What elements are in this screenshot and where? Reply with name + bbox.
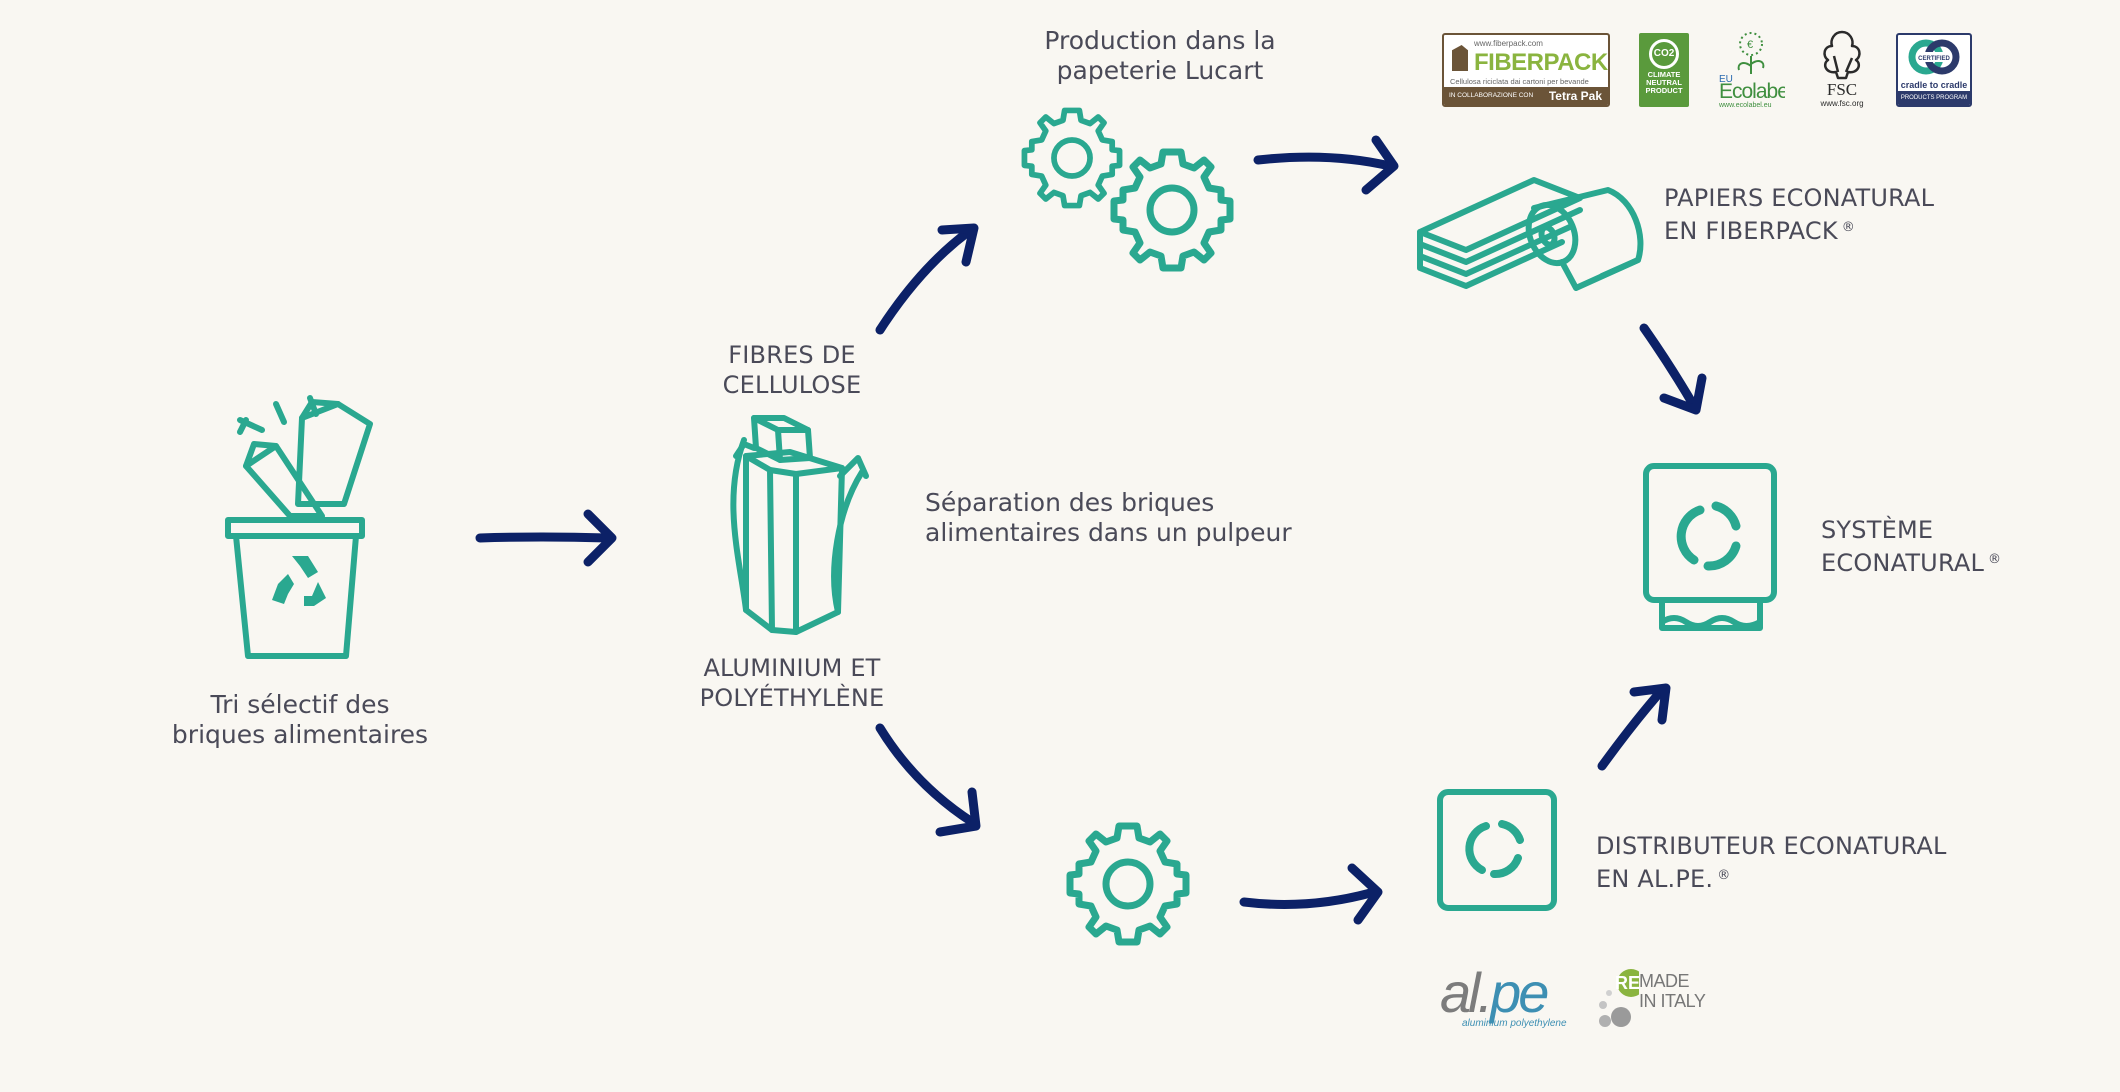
recycling-bin-icon [225,395,373,659]
gear-icon-small [1024,110,1119,205]
label-cellulose: FIBRES DE CELLULOSE [672,340,912,400]
arrow-to-alu-production [875,723,981,837]
fsc-logo: FSC www.fsc.org [1808,28,1876,110]
label-sorting: Tri sélectif des briques alimentaires [150,690,450,750]
label-system: SYSTÈME ECONATURAL® [1821,515,2081,578]
fsc-name: FSC [1826,80,1858,99]
climate-neutral-logo: CO2 CLIMATE NEUTRAL PRODUCT [1639,33,1689,107]
logo-mark-icon-small [1465,820,1524,879]
logo-mark-icon [1676,501,1741,571]
label-sorting-line1: Tri sélectif des [210,690,390,719]
label-dispenser-line2: EN AL.PE. [1596,865,1714,893]
arrow-papers-to-system [1639,323,1707,415]
label-separation-line1: Séparation des briques [925,488,1215,517]
fiberpack-collab: IN COLLABORAZIONE CON [1449,92,1534,99]
fsc-tree-icon [1823,30,1861,80]
paper-stack-roll-icon [1417,177,1644,291]
fiberpack-brand: FIBERPACK [1474,49,1608,76]
recycle-symbol-icon [272,556,326,606]
alpe-logo: al.pe aluminium polyethylene [1440,960,1570,1040]
label-papers-line2: EN FIBERPACK [1664,217,1838,245]
cradle-to-cradle-logo: CERTIFIED cradle to cradle PRODUCTS PROG… [1896,33,1972,107]
ecolabel-name: Ecolabel [1719,80,1785,103]
climate-line2: NEUTRAL [1646,78,1682,87]
alpe-name-a: al. [1440,961,1493,1024]
c2c-mark-icon: CERTIFIED [1908,39,1960,75]
svg-text:€: € [1747,39,1753,51]
label-dispenser-line1: DISTRIBUTEUR ECONATURAL [1596,832,1947,860]
remade-line1: MADE [1639,971,1690,991]
ecolabel-flower-icon: € [1737,32,1765,74]
c2c-certified: CERTIFIED [1918,56,1950,62]
registered-mark: ® [1988,552,2002,567]
eu-ecolabel-logo: € EU Ecolabel www.ecolabel.eu [1715,30,1785,110]
label-separation: Séparation des briques alimentaires dans… [925,488,1305,548]
registered-mark: ® [1841,220,1855,235]
label-papers: PAPIERS ECONATURAL EN FIBERPACK® [1664,183,1994,246]
ecolabel-prefix: EU [1719,74,1733,85]
gear-icon-alu [1070,826,1186,942]
label-production-line1: Production dans la [1044,26,1276,55]
remade-line2: IN ITALY [1639,991,1706,1011]
fiberpack-url: www.fiberpack.com [1474,39,1543,48]
label-separation-line2: alimentaires dans un pulpeur [925,518,1292,547]
arrow-to-papers [1253,135,1399,195]
c2c-program: PRODUCTS PROGRAM [1898,91,1970,105]
climate-line3: PRODUCT [1645,86,1683,95]
label-papers-line1: PAPIERS ECONATURAL [1664,184,1935,212]
alpe-subtitle: aluminium polyethylene [1462,1018,1567,1029]
c2c-name: cradle to cradle [1900,80,1968,90]
remade-dots-icon [1599,969,1639,1027]
label-dispenser: DISTRIBUTEUR ECONATURAL EN AL.PE.® [1596,831,1976,894]
registered-mark: ® [1717,868,1731,883]
arrow-bin-to-pulper [475,509,617,567]
fiberpack-logo: www.fiberpack.com FIBERPACK Cellulosa ri… [1442,33,1610,107]
remade-in-italy-logo: RE MADE IN ITALY [1595,965,1735,1035]
label-production: Production dans la papeterie Lucart [1010,26,1310,86]
label-production-line2: papeterie Lucart [1056,56,1264,85]
arrow-alu-to-dispenser [1239,863,1383,925]
co2-icon: CO2 [1649,39,1679,69]
fiberpack-tagline: Cellulosa riciclata dai cartoni per beva… [1450,77,1589,86]
remade-re: RE [1615,973,1641,993]
ecolabel-url: www.ecolabel.eu [1719,102,1772,109]
alu-dispenser-icon [1437,789,1557,911]
carton-pulper-icon [730,415,869,635]
label-sorting-line2: briques alimentaires [171,720,429,749]
climate-line1: CLIMATE [1647,70,1681,79]
alpe-name-b: pe [1490,961,1549,1024]
fsc-url: www.fsc.org [1820,99,1864,108]
arrow-dispenser-to-system [1597,683,1671,771]
system-dispenser-icon [1643,463,1777,631]
label-cellulose-line1: FIBRES DE [728,341,856,369]
label-system-line1: SYSTÈME [1821,516,1934,544]
label-system-line2: ECONATURAL [1821,549,1985,577]
label-alu-line1: ALUMINIUM ET [703,654,881,682]
label-alu-line2: POLYÉTHYLÈNE [699,684,885,712]
fiberpack-mark-icon [1452,45,1468,71]
label-alu: ALUMINIUM ET POLYÉTHYLÈNE [672,653,912,713]
label-cellulose-line2: CELLULOSE [722,371,862,399]
fiberpack-partner: Tetra Pak [1548,89,1602,103]
arrow-to-cellulose-production [875,223,979,335]
gear-icon-large [1114,152,1230,268]
